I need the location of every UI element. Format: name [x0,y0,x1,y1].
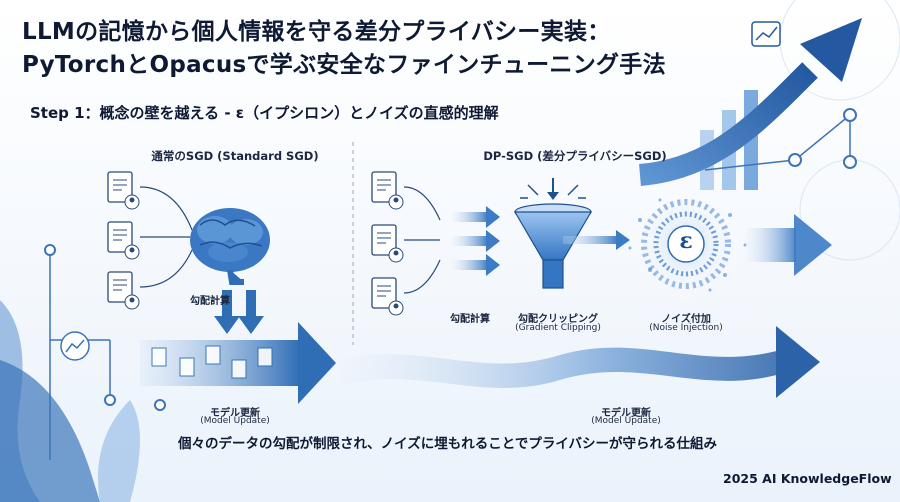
step-heading: Step 1：概念の壁を越える - ε（イプシロン）とノイズの直感的理解 [30,104,499,122]
dp-sgd-heading: DP-SGD (差分プライバシーSGD) [483,149,667,163]
right-gradient-label: 勾配計算 [450,314,490,325]
noise-sub: (Noise Injection) [649,323,723,333]
noise-label: ノイズ付加 [661,314,711,325]
noisy-output-arrow [746,214,832,276]
epsilon-symbol: ε [679,228,693,254]
left-gradient-label: 勾配計算 [190,296,230,307]
title-line-1: LLMの記憶から個人情報を守る差分プライバシー実装： [22,19,611,45]
model-update-arrow-left [140,322,336,404]
clip-label: 勾配クリッピング [518,314,598,325]
analytics-icon [751,21,781,47]
page-title: LLMの記憶から個人情報を守る差分プライバシー実装： PyTorchとOpacu… [22,16,666,82]
growth-icon [65,339,85,353]
right-update-label: モデル更新 [601,408,651,419]
clip-sub: (Gradient Clipping) [515,323,601,333]
gradient-arrows-right [452,206,500,276]
left-update-label: モデル更新 [210,408,260,419]
model-update-arrow-right [340,326,820,398]
right-update-sub: (Model Update) [591,416,661,426]
footer-credit: 2025 AI KnowledgeFlow [723,471,892,486]
leaf-decoration [0,244,166,502]
left-documents [107,171,193,310]
title-line-2: PyTorchとOpacusで学ぶ安全なファインチューニング手法 [22,52,666,78]
trend-chart-decoration [638,0,900,261]
gradient-arrows-left [214,290,264,334]
brain-icon [190,208,270,285]
left-update-sub: (Model Update) [200,416,270,426]
noise-cloud [628,186,747,302]
funnel-icon [513,178,630,289]
right-documents [371,171,441,316]
standard-sgd-heading: 通常のSGD (Standard SGD) [151,149,319,163]
summary-caption: 個々のデータの勾配が制限され、ノイズに埋もれることでプライバシーが守られる仕組み [178,436,718,452]
